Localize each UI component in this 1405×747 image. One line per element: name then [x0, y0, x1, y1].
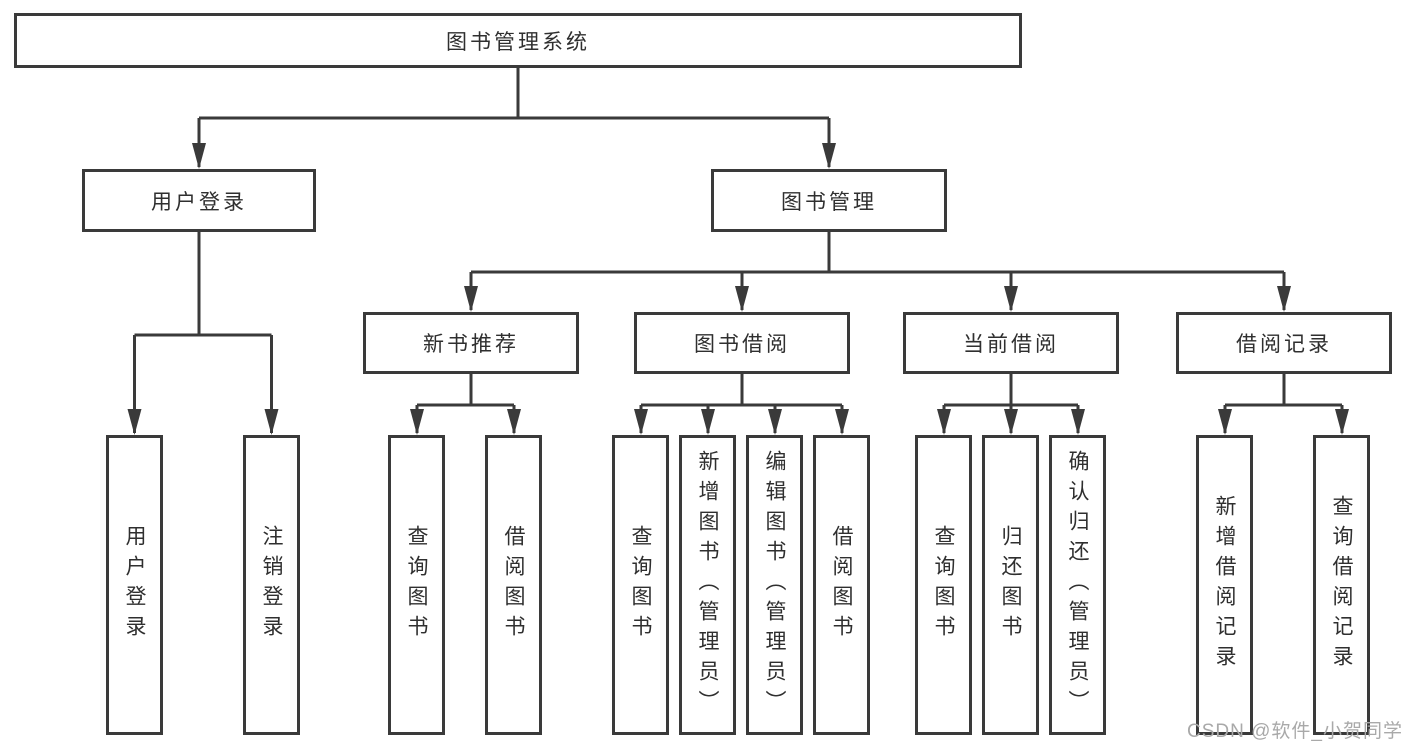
node-nb-query-books: 查询图书: [388, 435, 445, 735]
arrow-icon: [1071, 409, 1085, 435]
arrow-icon: [735, 286, 749, 312]
node-new-book-recommend: 新书推荐: [363, 312, 579, 374]
arrow-icon: [127, 409, 142, 435]
node-bb-edit-books-admin: 编辑图书（管理员）: [746, 435, 803, 735]
node-label: 查询图书: [629, 525, 652, 645]
node-book-borrow: 图书借阅: [634, 312, 850, 374]
node-cb-return-books: 归还图书: [982, 435, 1039, 735]
node-user-login: 用户登录: [82, 169, 316, 232]
arrow-icon: [1004, 409, 1018, 435]
node-label: 借阅图书: [502, 525, 525, 645]
node-label: 编辑图书（管理员）: [763, 450, 786, 720]
node-library-system: 图书管理系统: [14, 13, 1022, 68]
arrow-icon: [701, 409, 715, 435]
node-label: 新书推荐: [423, 333, 519, 356]
node-borrow-records: 借阅记录: [1176, 312, 1392, 374]
node-cb-confirm-return-admin: 确认归还（管理员）: [1049, 435, 1106, 735]
node-label: 归还图书: [999, 525, 1022, 645]
arrow-icon: [264, 409, 279, 435]
arrow-icon: [1277, 286, 1291, 312]
node-cb-query-books: 查询图书: [915, 435, 972, 735]
node-book-management: 图书管理: [711, 169, 947, 232]
node-bb-add-books-admin: 新增图书（管理员）: [679, 435, 736, 735]
node-user-login-leaf: 用户登录: [106, 435, 163, 735]
node-label: 查询图书: [932, 525, 955, 645]
arrow-icon: [464, 286, 478, 312]
node-label: 查询借阅记录: [1330, 495, 1353, 675]
arrow-icon: [634, 409, 648, 435]
arrow-icon: [1218, 409, 1232, 435]
arrow-icon: [192, 143, 206, 169]
node-label: 借阅图书: [830, 525, 853, 645]
node-label: 图书借阅: [694, 333, 790, 356]
node-label: 确认归还（管理员）: [1066, 450, 1089, 720]
node-current-borrow: 当前借阅: [903, 312, 1119, 374]
node-label: 新增借阅记录: [1213, 495, 1236, 675]
arrow-icon: [1004, 286, 1018, 312]
node-label: 查询图书: [405, 525, 428, 645]
arrow-icon: [822, 143, 836, 169]
arrow-icon: [768, 409, 782, 435]
node-bb-borrow-books: 借阅图书: [813, 435, 870, 735]
node-label: 注销登录: [260, 525, 283, 645]
watermark-text: CSDN @软件_小贺同学: [1187, 721, 1403, 742]
node-nb-borrow-books: 借阅图书: [485, 435, 542, 735]
node-bb-query-books: 查询图书: [612, 435, 669, 735]
arrow-icon: [1335, 409, 1349, 435]
node-label: 借阅记录: [1236, 333, 1332, 356]
arrow-icon: [937, 409, 951, 435]
connector-paths: [133, 68, 1344, 433]
node-label: 新增图书（管理员）: [696, 450, 719, 720]
arrow-icon: [410, 409, 424, 435]
node-label: 用户登录: [151, 190, 247, 214]
arrowheads: [127, 143, 1349, 435]
node-logout-leaf: 注销登录: [243, 435, 300, 735]
node-label: 当前借阅: [963, 333, 1059, 356]
node-label: 用户登录: [123, 525, 146, 645]
arrow-icon: [507, 409, 521, 435]
node-label: 图书管理系统: [446, 30, 590, 54]
arrow-icon: [835, 409, 849, 435]
node-label: 图书管理: [781, 190, 877, 214]
node-br-add-record: 新增借阅记录: [1196, 435, 1253, 735]
node-br-query-record: 查询借阅记录: [1313, 435, 1370, 735]
